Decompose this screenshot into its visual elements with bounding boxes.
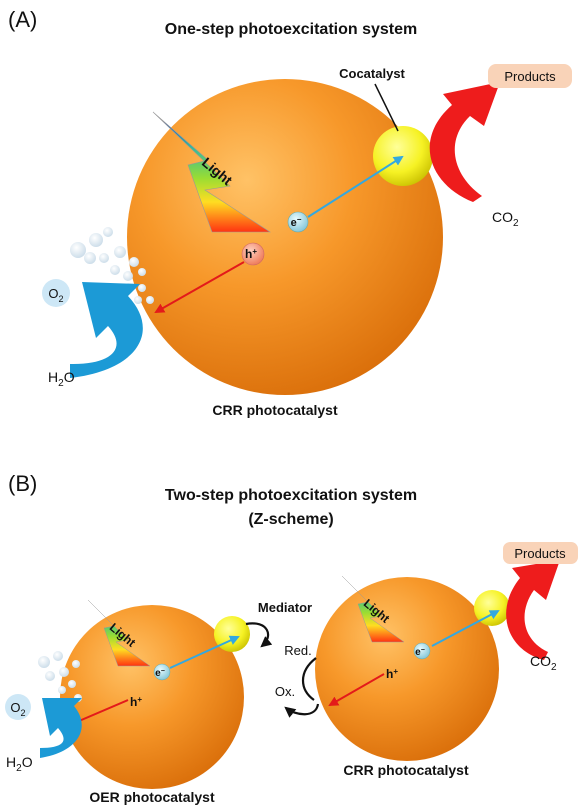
right-electron-particle [413, 642, 431, 660]
products-label-b: Products [514, 546, 566, 561]
products-label: Products [504, 69, 556, 84]
crr-cocatalyst-particle [474, 590, 510, 626]
mediator-label: Mediator [258, 600, 312, 615]
mediator-top-arrow [245, 622, 273, 648]
crr-catalyst-label: CRR photocatalyst [212, 402, 338, 418]
left-electron-particle [153, 663, 171, 681]
co2-label-b: CO2 [530, 653, 557, 673]
h2o-label: H2O [48, 369, 75, 389]
hole-arrow [154, 261, 245, 313]
cocatalyst-pointer-line [374, 83, 399, 132]
right-electron-label: e− [415, 647, 425, 658]
cocatalyst-label: Cocatalyst [339, 66, 405, 81]
o2-label-bg [42, 279, 70, 307]
left-hole-arrow [70, 699, 129, 726]
products-label-b-bg [503, 542, 578, 564]
crr-photocatalyst-sphere-b [315, 577, 499, 761]
products-arrow [429, 82, 500, 202]
oxygen-bubbles [70, 227, 154, 304]
electron-arrow [307, 155, 404, 218]
oer-photocatalyst-sphere [60, 605, 244, 789]
mediator-ox-label: Ox. [275, 684, 295, 699]
oer-catalyst-label: OER photocatalyst [89, 789, 215, 805]
electron-label: e− [291, 215, 302, 229]
light-bolt-icon [152, 111, 272, 233]
products-arrow-b [506, 560, 560, 660]
panel-b-title-line2: (Z-scheme) [248, 511, 333, 528]
electron-particle [287, 211, 309, 233]
panel-a-letter: (A) [8, 7, 37, 32]
light-bolt-left-icon [87, 599, 151, 667]
mediator-bottom-arrow [284, 703, 320, 718]
crr-catalyst-label-b: CRR photocatalyst [343, 762, 469, 778]
hole-label: h+ [245, 247, 257, 261]
o2-label-b: O2 [10, 700, 25, 718]
right-hole-label: h+ [386, 667, 398, 681]
mediator-red-label: Red. [284, 643, 311, 658]
products-label-bg [488, 64, 572, 88]
h2o-label-b: H2O [6, 754, 33, 774]
oer-cocatalyst-particle [214, 616, 250, 652]
right-electron-arrow [431, 610, 500, 647]
left-hole-label: h+ [130, 695, 142, 709]
panel-b-letter: (B) [8, 471, 37, 496]
right-hole-arrow [328, 673, 385, 706]
hole-particle [241, 242, 265, 266]
oxygen-bubbles-b [38, 651, 82, 702]
panel-a-title: One-step photoexcitation system [165, 21, 418, 38]
panel-b-title-line1: Two-step photoexcitation system [165, 487, 417, 504]
oxygen-arrow-b [40, 698, 82, 758]
light-bolt-right-icon [341, 575, 405, 643]
mediator-right-curve [301, 657, 317, 701]
cocatalyst-particle [373, 126, 433, 186]
co2-label: CO2 [492, 209, 519, 229]
left-electron-label: e− [155, 668, 165, 679]
o2-label-b-bg [5, 694, 31, 720]
o2-label: O2 [48, 286, 63, 304]
left-electron-arrow [169, 635, 240, 669]
oxygen-arrow [70, 282, 143, 378]
